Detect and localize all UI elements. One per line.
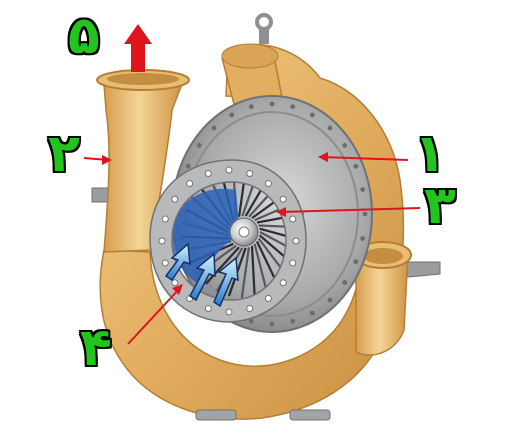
pointer-1 [321, 156, 409, 161]
casing-bolt [269, 101, 275, 107]
casing-bolt [327, 297, 333, 303]
casing-bolt [290, 318, 296, 324]
flow-arrow-2 [189, 252, 216, 302]
casing-bolt [248, 318, 254, 324]
impeller-blade [250, 245, 256, 298]
casing-bolt [290, 104, 296, 110]
flow-arrow-3 [213, 256, 239, 308]
flange-bolt [264, 180, 272, 188]
flange-bolt [225, 166, 233, 174]
casing-bolt [185, 163, 191, 169]
casing-bolt [327, 125, 333, 131]
impeller-blade [240, 247, 251, 299]
flange-bolt [161, 215, 169, 223]
pointer-3 [279, 207, 421, 213]
casing-bolt [211, 125, 217, 131]
flow-arrows [164, 242, 239, 308]
casing-bolt [353, 259, 359, 265]
label-1: ۱ [414, 124, 446, 184]
label-2: ۲ [48, 124, 80, 184]
casing-bolt [360, 187, 366, 192]
casing-bolt [353, 163, 359, 169]
casing-bolt [309, 310, 315, 316]
impeller-blade [204, 246, 240, 285]
flange-bolt [161, 259, 169, 267]
casing-bolt [309, 112, 315, 118]
casing-bolt [248, 104, 254, 110]
flange-bolt [289, 215, 297, 223]
casing-bolt [229, 112, 235, 118]
casing-bolt [362, 211, 368, 217]
flange-bolt [279, 195, 287, 203]
volute-feet [195, 409, 331, 421]
lifting-eye [255, 13, 273, 44]
pointer-4 [127, 287, 181, 345]
exhaust-arrow [124, 24, 152, 72]
flange-bolt [264, 294, 272, 302]
flange-bolt [158, 237, 166, 245]
pointer-lines [83, 152, 421, 345]
label-5: ۵ [68, 6, 100, 66]
label-4: ۴ [80, 318, 112, 378]
flange-bolt [292, 237, 300, 245]
flange-bolt [204, 305, 212, 313]
impeller-blade [253, 243, 269, 294]
flange-bolt [171, 195, 179, 203]
flange-bolt [204, 169, 212, 177]
casing-bolt [342, 280, 348, 285]
flange-bolt [186, 180, 194, 188]
casing-bolt [360, 236, 366, 241]
flange-bolt [246, 305, 254, 313]
flange-bolt [289, 259, 297, 267]
casing-bolt [269, 321, 275, 327]
casing-bolt [342, 143, 348, 148]
flange-bolt [279, 279, 287, 287]
label-3: ۳ [424, 176, 456, 236]
flange-bolt [225, 308, 233, 316]
casing-bolt [196, 143, 202, 148]
flange-bolt [171, 279, 179, 287]
flange-bolt [246, 169, 254, 177]
flow-arrow-1 [164, 242, 191, 282]
